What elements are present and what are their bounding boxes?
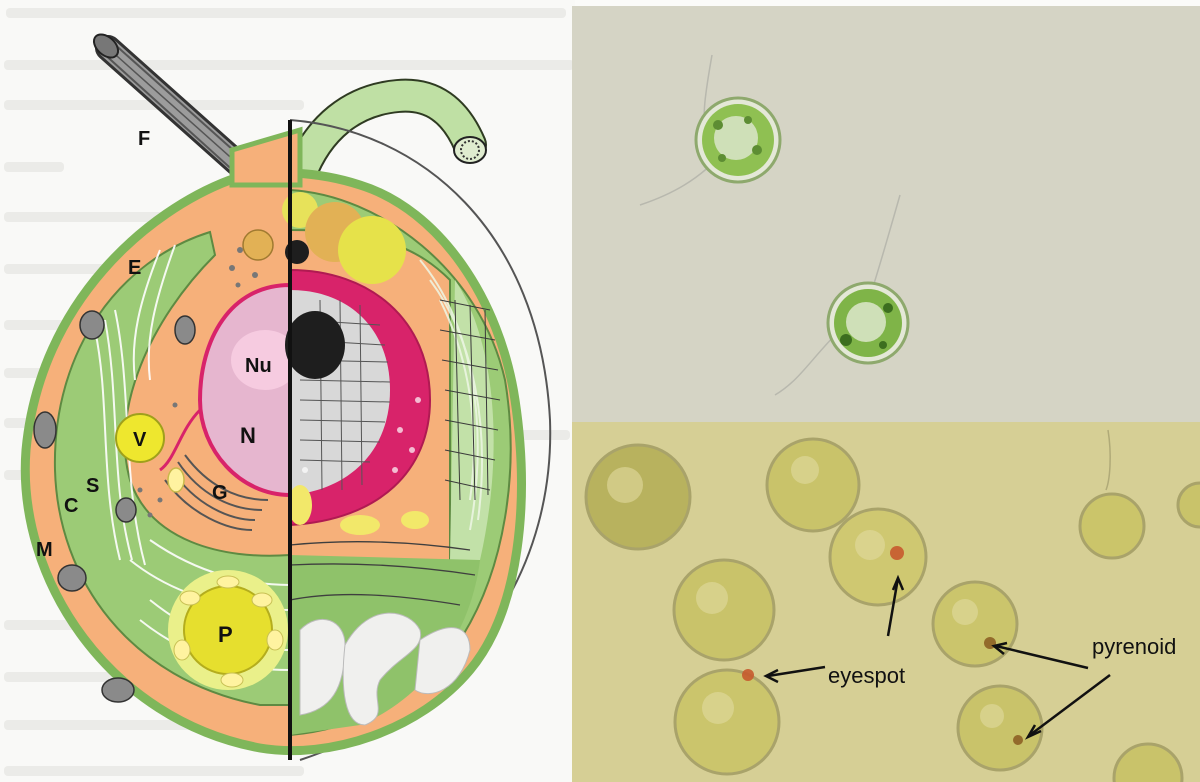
label-golgi: G	[212, 482, 228, 504]
granule	[243, 230, 273, 260]
nucleolus-em	[285, 311, 345, 379]
label-eyespot: eyespot	[828, 663, 905, 688]
label-nucleus: N	[240, 423, 256, 448]
label-pyrenoid-photo: pyrenoid	[1092, 634, 1176, 659]
label-chloroplast: C	[64, 495, 78, 517]
label-starch: S	[86, 475, 99, 497]
label-pyrenoid-diagram: P	[218, 622, 233, 647]
micrograph-panel: eyespot pyrenoid	[572, 6, 1200, 782]
label-flagellum: F	[138, 128, 150, 150]
label-nucleolus: Nu	[245, 355, 272, 377]
label-er: E	[128, 257, 141, 279]
label-mitochondrion: M	[36, 539, 53, 561]
starch-grain	[168, 468, 184, 492]
label-vacuole: V	[133, 429, 147, 451]
